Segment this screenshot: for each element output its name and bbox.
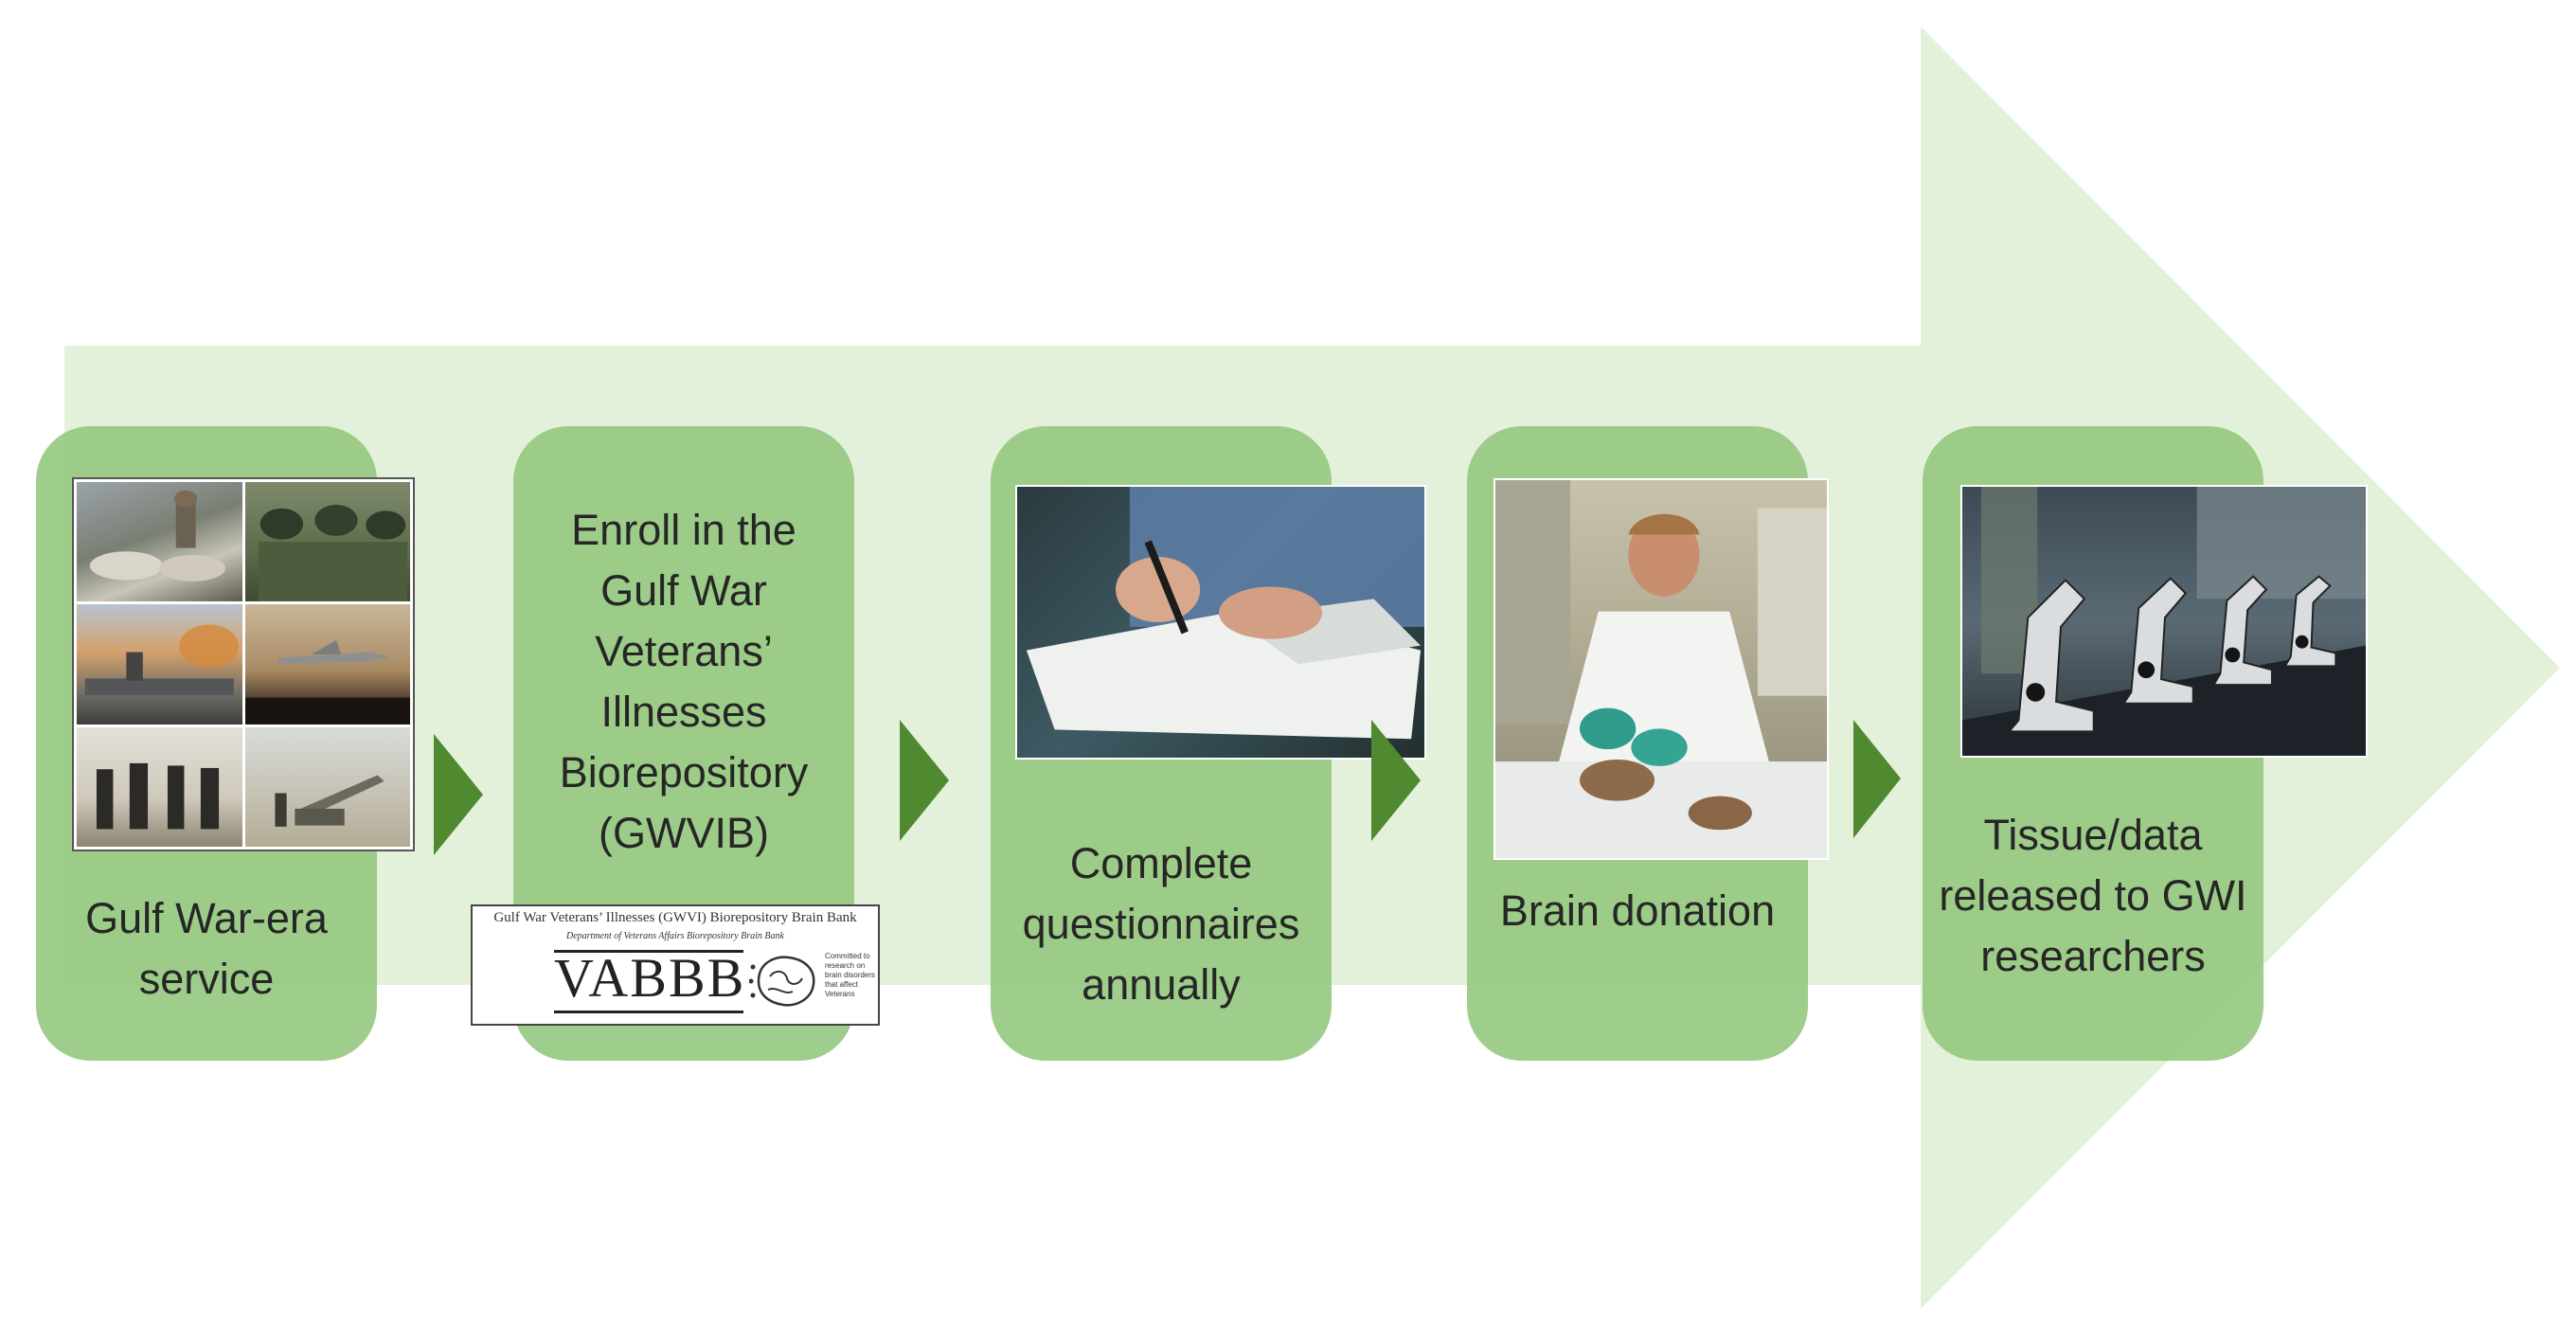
step-label: Gulf War-era service <box>85 894 328 1003</box>
gas-mask-soldiers-photo <box>244 482 410 602</box>
step-connector-arrow-4 <box>1853 720 1901 838</box>
microscopes-image <box>1960 485 2368 758</box>
logo-header: Gulf War Veterans’ Illnesses (GWVI) Bior… <box>493 910 857 925</box>
step-label: Complete questionnaires annually <box>1022 839 1300 1009</box>
military-collage-image <box>72 477 415 851</box>
step-connector-arrow-1 <box>434 734 483 855</box>
logo-tagline: Committed to research on brain disorders… <box>825 952 875 998</box>
logo-top-rule <box>554 950 743 953</box>
brain-icon <box>749 956 815 1007</box>
person-signing-paper-image <box>1015 485 1426 760</box>
step-label: Tissue/data released to GWI researchers <box>1939 811 2247 980</box>
battleship-firing-photo <box>77 604 242 725</box>
aircraft-munitions-photo <box>77 482 242 602</box>
artillery-crew-photo <box>244 726 410 847</box>
logo-wordmark: VABBB <box>554 947 746 1009</box>
researcher-brain-image <box>1494 478 1829 860</box>
vabbb-logo: Gulf War Veterans’ Illnesses (GWVI) Bior… <box>471 904 880 1026</box>
step-connector-arrow-3 <box>1371 720 1421 841</box>
step-label: Enroll in the Gulf War Veterans’ Illness… <box>559 506 809 857</box>
logo-bottom-rule <box>554 1011 743 1013</box>
step-connector-arrow-2 <box>900 720 949 841</box>
step-label: Brain donation <box>1499 886 1776 935</box>
soldiers-marching-photo <box>77 726 242 847</box>
fighter-jet-oil-fires-photo <box>244 604 410 725</box>
logo-subheader: Department of Veterans Affairs Bioreposi… <box>566 931 784 941</box>
